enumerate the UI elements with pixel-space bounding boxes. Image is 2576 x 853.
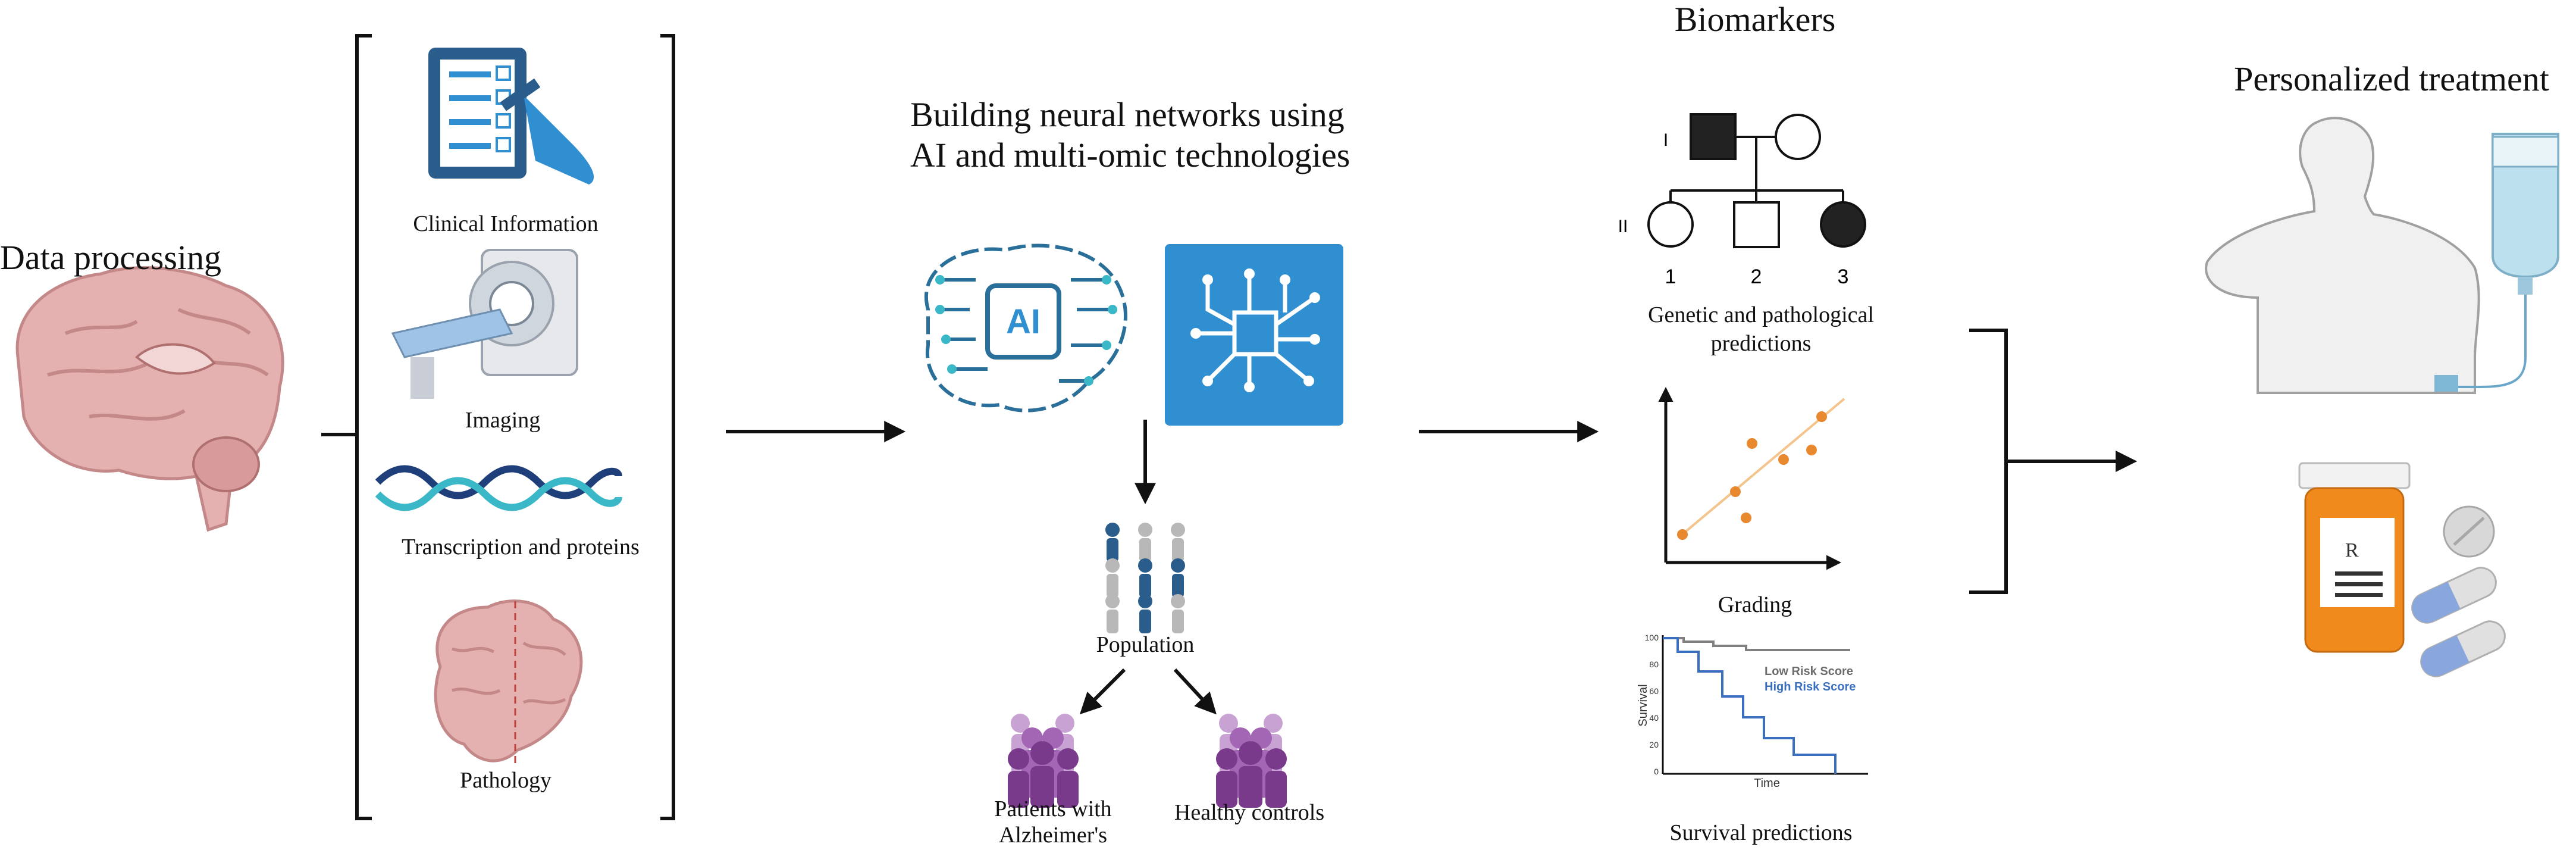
survival-xlabel: Time — [1754, 777, 1780, 790]
stage2-title-line2: AI and multi-omic technologies — [910, 136, 1350, 174]
scatter-point — [1741, 513, 1751, 523]
pedigree-gen1-label: I — [1663, 130, 1668, 150]
survival-tick: 60 — [1649, 686, 1659, 696]
controls-group-icon — [1216, 714, 1287, 808]
low-risk-curve — [1663, 637, 1850, 651]
patients-group-icon — [1008, 714, 1079, 808]
survival-tick: 80 — [1649, 660, 1659, 669]
dna-helix-icon — [375, 465, 622, 511]
arrow-to-patients — [1079, 668, 1126, 715]
pedigree-num3: 3 — [1838, 265, 1849, 288]
survival-tick: 40 — [1649, 713, 1659, 723]
clinical-information-label: Clinical Information — [413, 211, 598, 236]
grading-label: Grading — [1718, 592, 1792, 617]
population-label: Population — [1096, 632, 1195, 657]
arrow-to-controls — [1173, 668, 1217, 715]
low-risk-legend: Low Risk Score — [1765, 665, 1853, 678]
iv-bag-icon — [2434, 133, 2559, 392]
bracket-left — [355, 34, 372, 820]
survival-tick: 0 — [1654, 767, 1659, 776]
survival-ylabel: Survival — [1637, 684, 1650, 726]
circuit-chip-icon — [1165, 244, 1343, 426]
rx-label: R — [2345, 539, 2359, 561]
pedigree-num1: 1 — [1665, 265, 1676, 288]
pedigree-gen2-label: II — [1618, 217, 1628, 236]
genetic-label-line2: predictions — [1710, 331, 1812, 356]
scatter-point — [1816, 411, 1827, 422]
pathology-label: Pathology — [459, 768, 552, 793]
high-risk-curve — [1663, 637, 1837, 774]
pedigree-num2: 2 — [1751, 265, 1762, 288]
pill-bottle-icon: R — [2298, 462, 2411, 653]
pedigree-chart — [1647, 113, 1866, 248]
patients-label-line2: Alzheimer's — [998, 823, 1107, 848]
survival-curve-plot — [1662, 635, 1868, 775]
brain-slice-icon — [434, 599, 583, 768]
survival-caption: Survival predictions — [1669, 820, 1853, 845]
scatter-point — [1806, 445, 1817, 455]
clipboard-checklist-icon — [428, 48, 594, 185]
stage1-title: Data processing — [0, 238, 222, 277]
survival-tick: 100 — [1645, 633, 1659, 642]
high-risk-legend: High Risk Score — [1765, 680, 1856, 693]
genetic-label-line1: Genetic and pathological — [1648, 302, 1874, 327]
healthy-controls-label: Healthy controls — [1174, 800, 1325, 825]
ai-badge-text: AI — [1006, 302, 1041, 341]
mri-scanner-icon — [391, 249, 578, 399]
bracket-right — [660, 34, 675, 820]
patients-label-line1: Patients with — [994, 796, 1112, 821]
pill-capsules-icon — [2411, 505, 2506, 677]
population-people-icon — [1105, 523, 1185, 633]
transcription-label: Transcription and proteins — [402, 535, 640, 560]
scatter-point — [1677, 529, 1688, 540]
stage2-title-line1: Building neural networks using — [910, 95, 1345, 134]
scatter-point — [1730, 486, 1741, 497]
stage3-title: Biomarkers — [1674, 0, 1836, 39]
bracket-treatment — [1969, 329, 2008, 594]
grading-scatter-plot — [1658, 387, 1845, 570]
imaging-label: Imaging — [465, 408, 541, 433]
patient-body-icon — [2205, 117, 2480, 394]
stage4-title: Personalized treatment — [2234, 60, 2549, 98]
survival-tick: 20 — [1649, 740, 1659, 749]
scatter-point — [1747, 438, 1757, 449]
brain-icon — [15, 266, 284, 532]
scatter-point — [1778, 454, 1789, 465]
ai-brain-circuit-icon — [924, 243, 1127, 413]
